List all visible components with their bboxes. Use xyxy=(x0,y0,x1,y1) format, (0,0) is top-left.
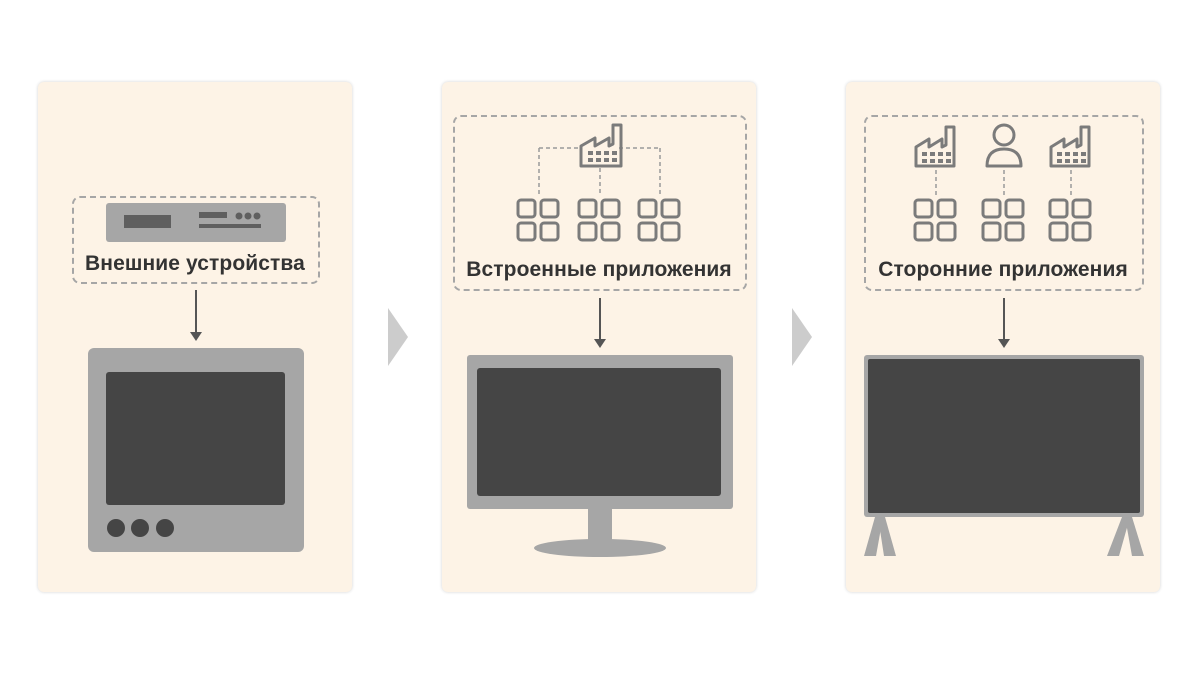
down-arrow-icon xyxy=(190,290,202,341)
source-box xyxy=(864,115,1144,291)
connector-lines xyxy=(538,147,661,195)
app-grid-icon xyxy=(637,198,681,242)
connector-lines xyxy=(935,170,1072,195)
next-step-chevron-icon xyxy=(792,308,812,366)
panel-label: Внешние устройства xyxy=(85,252,305,275)
factory-icon xyxy=(579,123,623,168)
source-box xyxy=(72,196,320,284)
panel-built-in-apps: Встроенные приложения xyxy=(442,82,756,592)
factory-icon xyxy=(914,125,956,168)
app-grid-icon xyxy=(577,198,621,242)
set-top-box-icon xyxy=(106,203,286,242)
crt-tv-icon xyxy=(88,348,304,552)
panel-third-party-apps: Сторонние приложения xyxy=(846,82,1160,592)
large-tv-on-legs-icon xyxy=(864,355,1144,556)
app-grid-icon xyxy=(913,198,957,242)
app-grid-icon xyxy=(981,198,1025,242)
panel-external-devices: Внешние устройства xyxy=(38,82,352,592)
next-step-chevron-icon xyxy=(388,308,408,366)
down-arrow-icon xyxy=(594,298,606,348)
panel-3-art xyxy=(864,123,1144,556)
panel-label: Сторонние приложения xyxy=(878,258,1128,281)
panel-1-art xyxy=(88,203,304,552)
factory-icon xyxy=(1049,125,1091,168)
app-grid-icon xyxy=(1048,198,1092,242)
person-icon xyxy=(985,123,1023,168)
panel-label: Встроенные приложения xyxy=(466,258,732,281)
panel-2-art xyxy=(467,123,733,557)
app-grid-icon xyxy=(516,198,560,242)
source-box xyxy=(453,115,747,291)
down-arrow-icon xyxy=(998,298,1010,348)
desktop-monitor-icon xyxy=(467,355,733,557)
